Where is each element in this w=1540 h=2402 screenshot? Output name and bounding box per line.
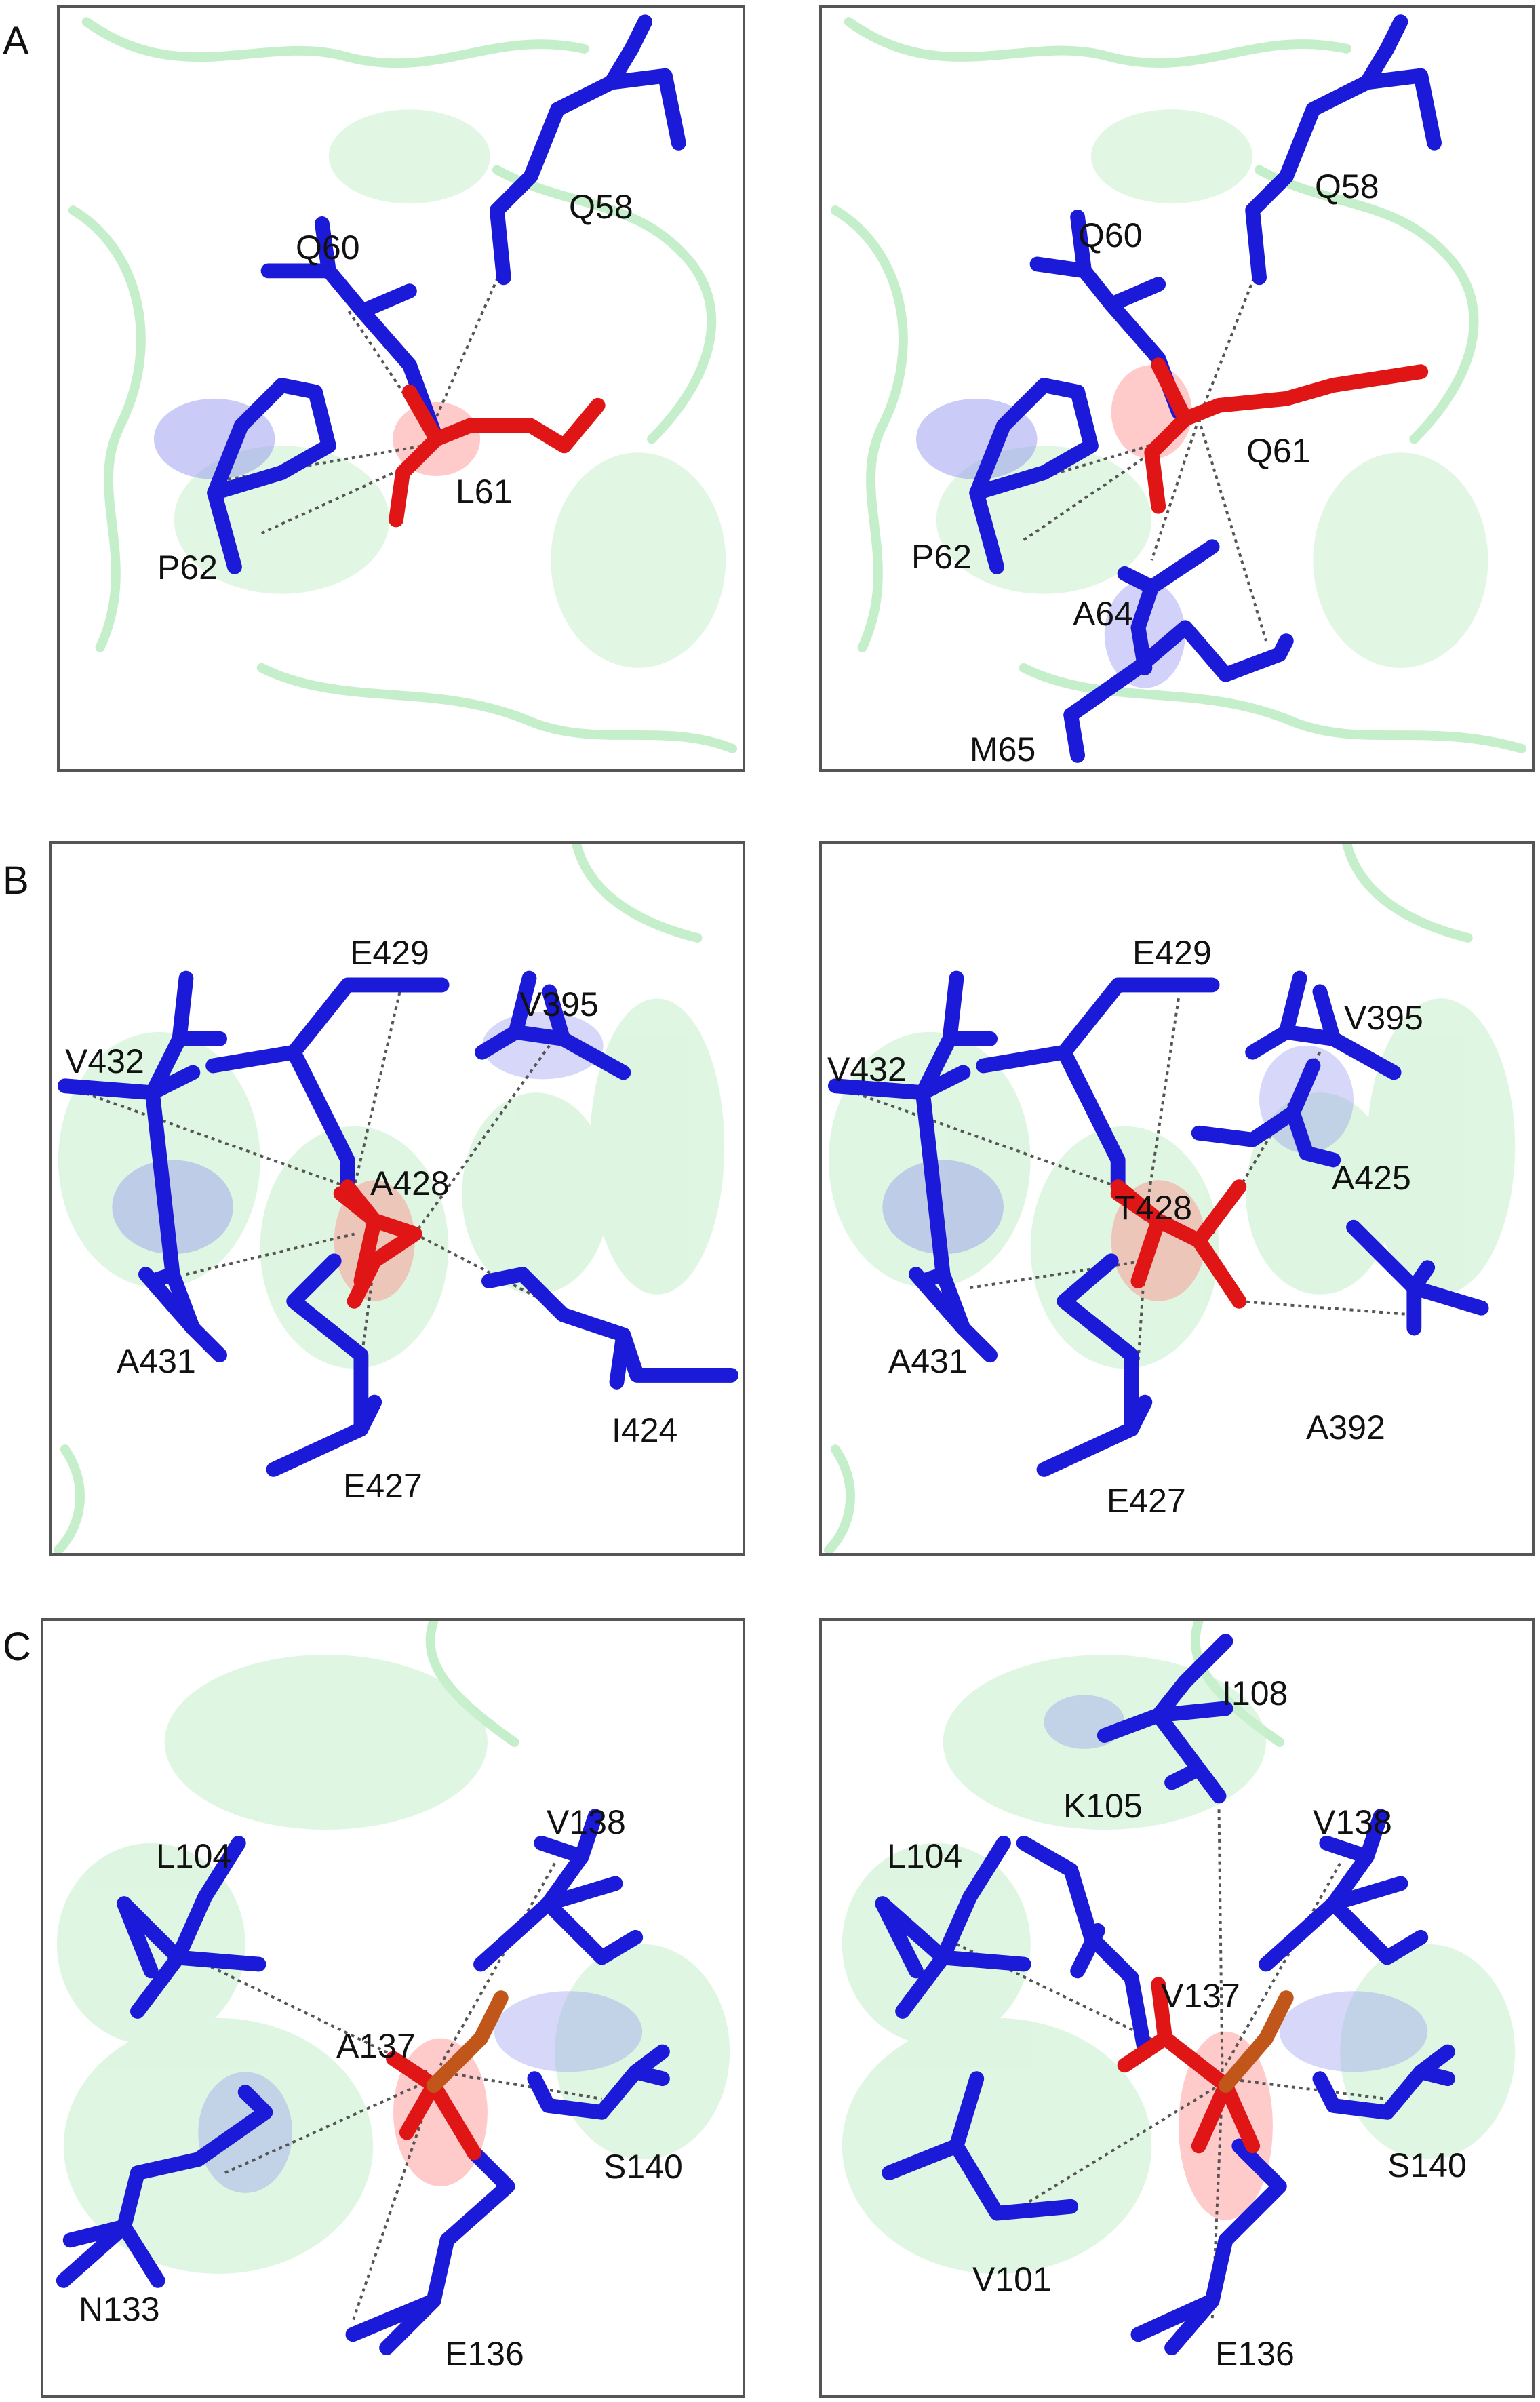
residue-label: S140 [604, 2150, 683, 2184]
residue-label: S140 [1387, 2148, 1467, 2182]
residue-label: T428 [1115, 1191, 1192, 1225]
residue-label: A137 [336, 2029, 416, 2063]
residue-label: N133 [79, 2292, 160, 2326]
residue-label: V395 [519, 987, 599, 1021]
residue-label: V138 [547, 1805, 626, 1839]
residue-label: V137 [1161, 1979, 1240, 2013]
residue-label: Q58 [1315, 170, 1379, 203]
residue-label: E136 [1215, 2337, 1295, 2371]
residue-label: P62 [157, 551, 218, 585]
residue-label: Q60 [1078, 218, 1143, 252]
row-letter-c: C [3, 1628, 31, 1667]
residue-label: V101 [972, 2262, 1052, 2296]
residue-label: A392 [1306, 1411, 1385, 1444]
residue-label: V432 [827, 1052, 907, 1086]
residue-label: A425 [1332, 1161, 1411, 1195]
residue-label: K105 [1063, 1789, 1143, 1823]
panel-b-left: E429 V395 V432 A428 A431 I424 E427 [49, 841, 745, 1556]
residue-label: V138 [1313, 1805, 1392, 1839]
residue-label: Q61 [1246, 434, 1311, 468]
residue-label: E427 [343, 1469, 422, 1503]
residue-label: Q58 [569, 190, 633, 224]
row-letter-a: A [3, 22, 29, 61]
residue-label: E136 [445, 2337, 524, 2371]
residue-label: L104 [887, 1839, 962, 1873]
residue-label: L61 [456, 475, 512, 509]
panel-c-left: V138 L104 A137 S140 N133 E136 [41, 1618, 745, 2398]
residue-label: P62 [911, 540, 972, 574]
panel-a-left: Q58 Q60 L61 P62 [57, 5, 745, 772]
panel-b-right: E429 V395 V432 A425 T428 A431 A392 E427 [819, 841, 1535, 1556]
residue-label: Q60 [296, 231, 360, 264]
residue-label: A431 [888, 1344, 968, 1378]
residue-label: I108 [1222, 1676, 1288, 1710]
residue-label: E429 [1132, 936, 1212, 970]
residue-label: M65 [970, 732, 1035, 766]
residue-label: A64 [1073, 597, 1133, 631]
residue-label: A428 [370, 1166, 450, 1200]
residue-label: I424 [612, 1413, 677, 1447]
structure-render-a-left [60, 8, 743, 769]
residue-label: E427 [1107, 1484, 1186, 1518]
row-letter-b: B [3, 861, 29, 901]
structure-render-c-left [43, 1621, 743, 2395]
panel-c-right: I108 K105 L104 V138 V137 S140 V101 E136 [819, 1618, 1535, 2398]
panel-a-right: Q58 Q60 Q61 P62 A64 M65 [819, 5, 1535, 772]
residue-label: E429 [350, 936, 429, 970]
residue-label: V432 [65, 1044, 144, 1078]
residue-label: V395 [1344, 1001, 1423, 1035]
residue-label: A431 [117, 1344, 196, 1378]
residue-label: L104 [156, 1839, 231, 1873]
structure-render-a-right [822, 8, 1532, 769]
